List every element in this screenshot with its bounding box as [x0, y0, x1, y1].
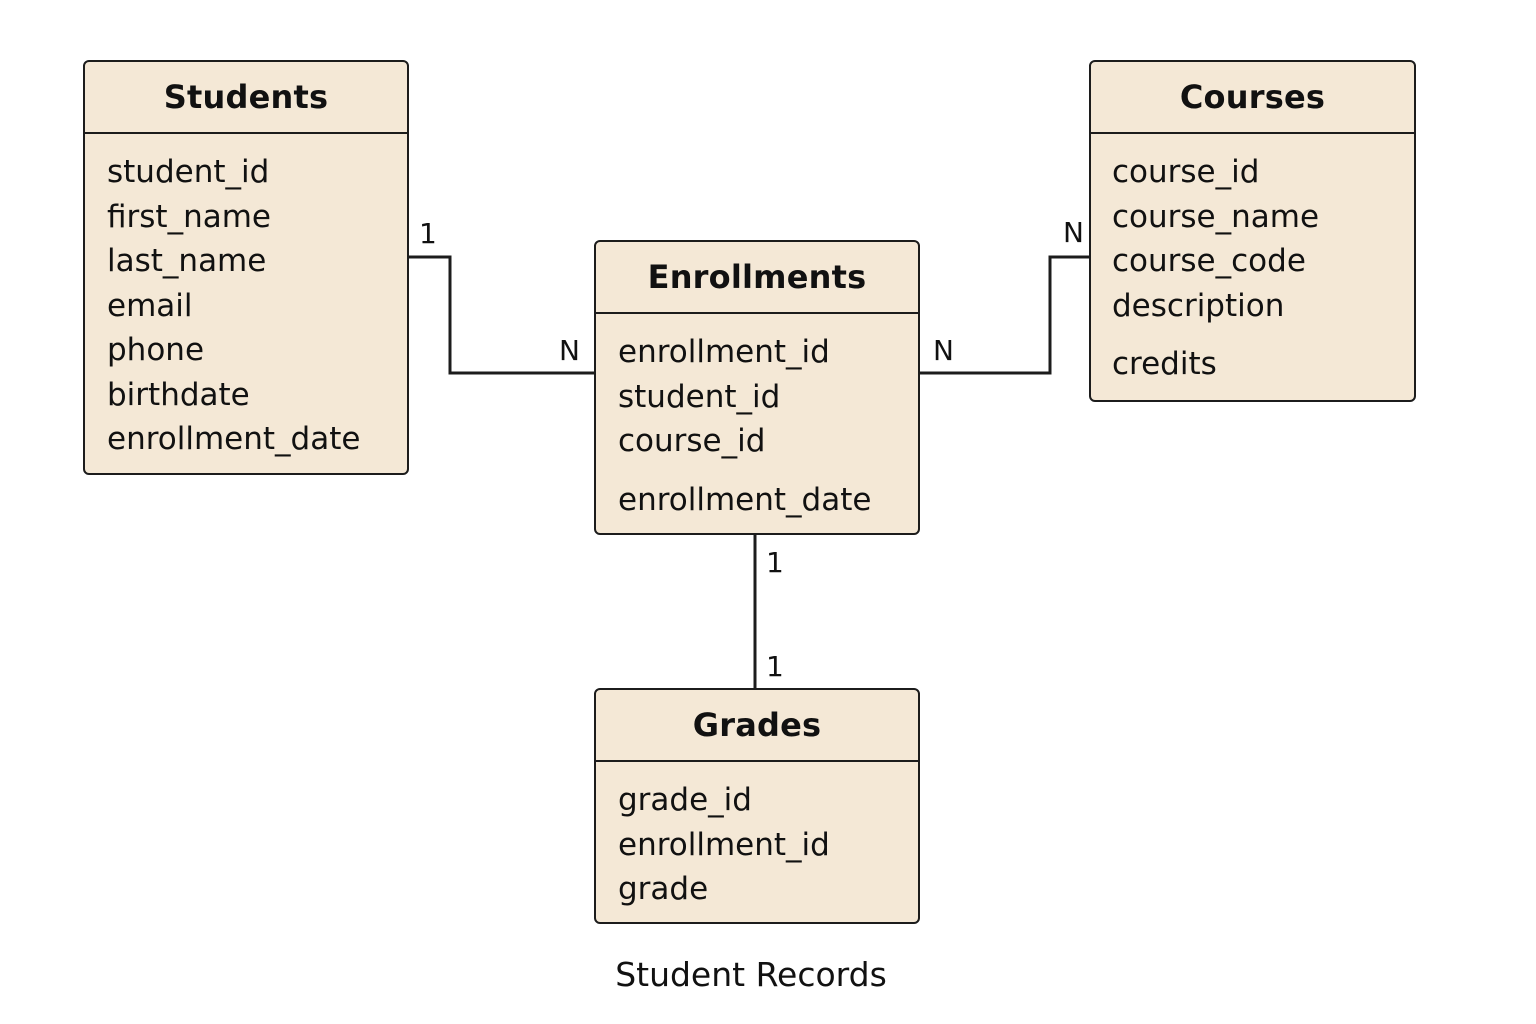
cardinality-students-side: 1 [419, 217, 437, 250]
entity-enrollments: Enrollments enrollment_id student_id cou… [594, 240, 920, 535]
cardinality-courses-side: N [1063, 216, 1084, 249]
students-enrollments-line [409, 255, 594, 375]
cardinality-enrollments-left: N [559, 334, 580, 367]
attribute-enrollment-date: enrollment_date [107, 421, 361, 457]
cardinality-grades-top: 1 [766, 650, 784, 683]
entity-title-enrollments: Enrollments [596, 242, 918, 314]
attribute-list-enrollments: enrollment_id student_id course_id enrol… [596, 314, 918, 522]
attribute-grade-id: grade_id [618, 782, 752, 818]
cardinality-enrollments-right: N [933, 334, 954, 367]
courses-enrollments-line [920, 255, 1089, 375]
attribute-student-id: student_id [618, 378, 781, 415]
cardinality-enrollments-bottom: 1 [766, 546, 784, 579]
attribute-course-name: course_name [1112, 198, 1320, 235]
attribute-list-grades: grade_id enrollment_id grade [596, 762, 918, 912]
attribute-birthdate: birthdate [107, 376, 250, 413]
attribute-enrollment-id: enrollment_id [618, 334, 830, 370]
attribute-description: description [1112, 287, 1285, 324]
attribute-enrollment-date: enrollment_date [618, 481, 872, 518]
entity-courses: Courses course_id course_name course_cod… [1089, 60, 1416, 402]
attribute-phone: phone [107, 332, 205, 368]
diagram-caption: Student Records [615, 955, 887, 994]
entity-title-grades: Grades [596, 690, 918, 762]
attribute-email: email [107, 287, 193, 324]
entity-title-students: Students [85, 62, 407, 134]
attribute-grade: grade [618, 871, 709, 907]
attribute-credits: credits [1112, 346, 1217, 382]
attribute-last-name: last_name [107, 243, 267, 279]
attribute-list-courses: course_id course_name course_code descri… [1091, 134, 1414, 387]
entity-title-courses: Courses [1091, 62, 1414, 134]
attribute-first-name: first_name [107, 198, 271, 235]
attribute-course-id: course_id [1112, 154, 1260, 190]
attribute-course-id: course_id [618, 423, 766, 459]
attribute-list-students: student_id first_name last_name email ph… [85, 134, 407, 462]
attribute-enrollment-id: enrollment_id [618, 826, 830, 863]
attribute-course-code: course_code [1112, 243, 1306, 279]
entity-students: Students student_id first_name last_name… [83, 60, 409, 475]
attribute-student-id: student_id [107, 154, 270, 190]
entity-grades: Grades grade_id enrollment_id grade [594, 688, 920, 924]
